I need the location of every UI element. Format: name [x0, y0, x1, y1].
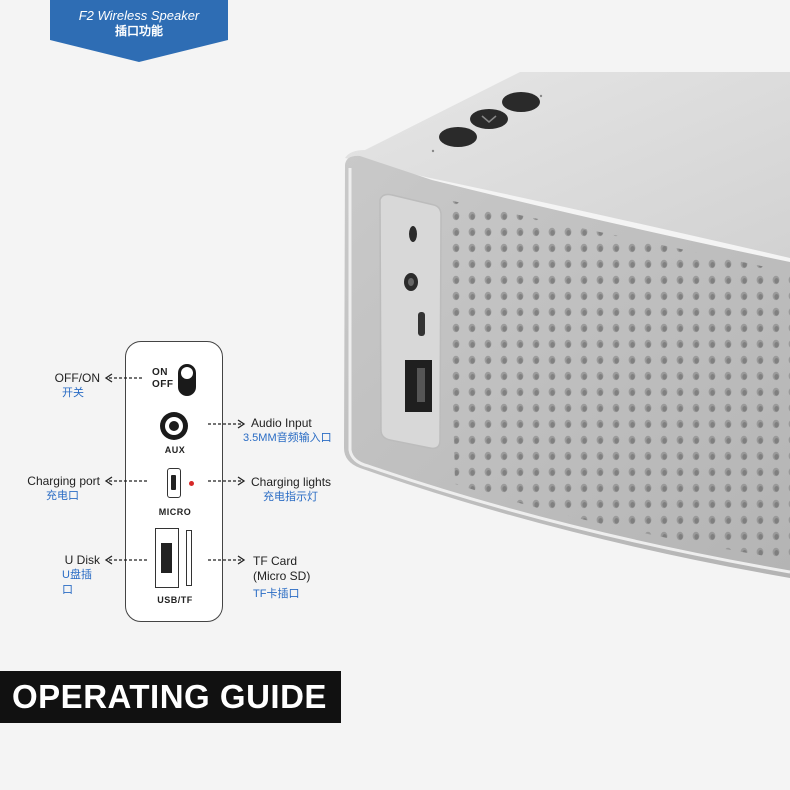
callout-u-disk-zh: U盘插口 — [62, 569, 92, 596]
usb-tf-label: USB/TF — [157, 595, 193, 605]
callout-u-disk: U Disk U盘插口 — [40, 553, 100, 598]
power-switch-icon — [178, 364, 196, 396]
callout-audio-input-zh: 3.5MM音频输入口 — [243, 432, 332, 444]
callout-charging-lights-en: Charging lights — [251, 475, 332, 489]
aux-jack-icon — [160, 412, 188, 440]
callout-tf-card-en2: (Micro SD) — [253, 569, 311, 583]
tf-slot-icon — [186, 530, 192, 586]
callout-charging-lights-zh: 充电指示灯 — [263, 491, 318, 503]
operating-guide-title: OPERATING GUIDE — [0, 671, 341, 723]
arrow-left-icon — [104, 555, 148, 565]
callout-u-disk-en: U Disk — [64, 553, 100, 567]
switch-on-label: ON — [152, 367, 168, 378]
banner-shape — [50, 0, 228, 62]
callout-charging-lights: Charging lights 充电指示灯 — [251, 475, 371, 505]
usb-port-icon — [155, 528, 179, 588]
arrow-right-icon — [208, 419, 246, 429]
arrow-left-icon — [104, 476, 148, 486]
arrow-right-icon — [208, 555, 246, 565]
callout-charging-port-en: Charging port — [27, 474, 100, 488]
callout-tf-card-zh: TF卡插口 — [253, 588, 300, 600]
charging-led-icon — [189, 481, 194, 486]
callout-charging-port: Charging port 充电口 — [10, 474, 100, 504]
switch-off-label: OFF — [152, 379, 174, 390]
callout-off-on-zh: 开关 — [62, 387, 84, 399]
banner-title-en: F2 Wireless Speaker — [78, 8, 200, 23]
aux-label: AUX — [164, 445, 186, 455]
callout-tf-card: TF Card (Micro SD) TF卡插口 — [253, 554, 353, 602]
callout-tf-card-en: TF Card — [253, 554, 298, 568]
callout-charging-port-zh: 充电口 — [46, 490, 79, 502]
callout-off-on-en: OFF/ON — [54, 371, 100, 385]
micro-label: MICRO — [158, 507, 192, 517]
arrow-right-icon — [208, 476, 246, 486]
speaker-grille — [448, 200, 790, 560]
callout-audio-input-en: Audio Input — [251, 416, 312, 430]
arrow-left-icon — [104, 373, 142, 383]
callout-audio-input: Audio Input 3.5MM音频输入口 — [243, 416, 371, 446]
callout-off-on: OFF/ON 开关 — [20, 371, 100, 401]
micro-usb-port-icon — [167, 468, 181, 498]
speaker-top — [345, 72, 790, 258]
product-banner: F2 Wireless Speaker 插口功能 — [50, 0, 228, 62]
banner-title-zh: 插口功能 — [114, 24, 163, 38]
